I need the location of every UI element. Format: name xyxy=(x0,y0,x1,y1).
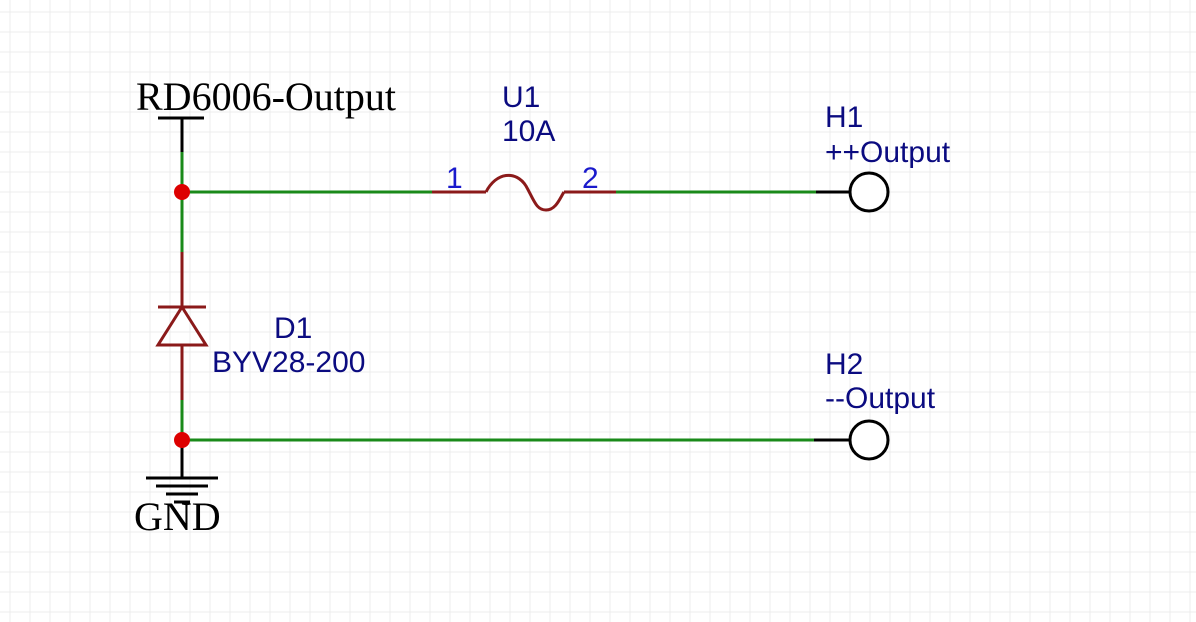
fuse-pin1-label: 1 xyxy=(446,162,463,195)
terminal-h1[interactable]: H1 ++Output xyxy=(816,101,951,213)
junction-power xyxy=(174,184,190,200)
junction-ground xyxy=(174,432,190,448)
power-port[interactable]: RD6006-Output xyxy=(136,74,396,152)
terminal-h2-circle xyxy=(848,419,890,461)
fuse-value-label: 10A xyxy=(502,115,555,148)
diode-ref-label: D1 xyxy=(274,312,312,345)
fuse-pin2-label: 2 xyxy=(582,162,599,195)
terminal-h2[interactable]: H2 --Output xyxy=(814,348,936,461)
diode-d1[interactable]: D1 BYV28-200 xyxy=(155,252,365,400)
terminal-h1-circle xyxy=(848,171,890,213)
ground-symbol[interactable]: GND xyxy=(134,440,221,539)
terminal-h2-value-label: --Output xyxy=(825,382,936,415)
fuse-body-symbol xyxy=(484,174,566,212)
terminal-h2-ref-label: H2 xyxy=(825,348,863,381)
fuse-u1[interactable]: U1 10A 1 2 xyxy=(432,81,616,212)
wires xyxy=(180,152,816,442)
terminal-h1-ref-label: H1 xyxy=(825,101,863,134)
terminal-h1-value-label: ++Output xyxy=(825,136,951,169)
ground-net-label: GND xyxy=(134,494,221,539)
power-net-label: RD6006-Output xyxy=(136,74,396,119)
diode-value-label: BYV28-200 xyxy=(212,346,365,379)
junctions xyxy=(174,184,190,448)
fuse-ref-label: U1 xyxy=(502,81,540,114)
